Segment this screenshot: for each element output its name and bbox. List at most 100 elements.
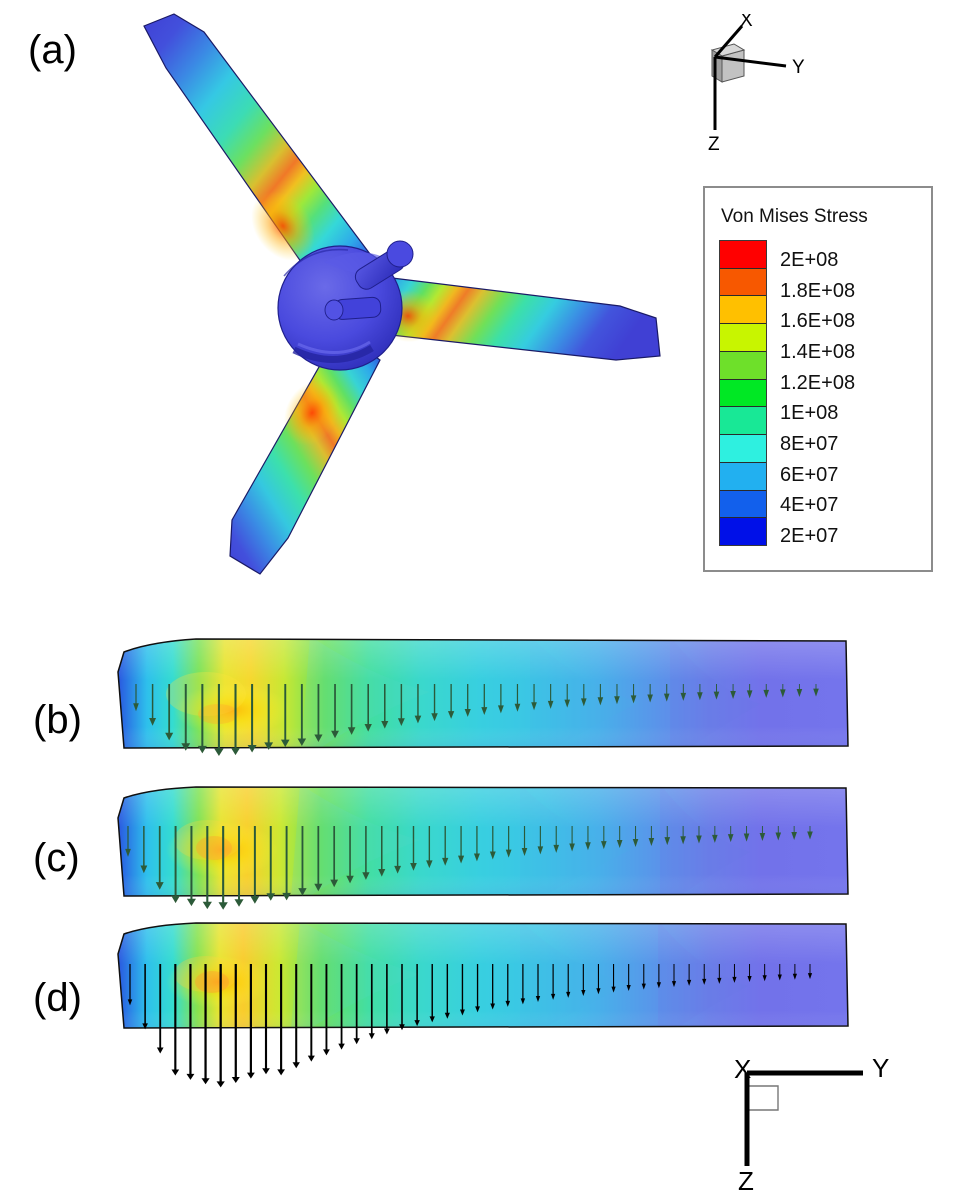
panel-label-d: (d) [33, 976, 82, 1020]
load-arrow-head [730, 690, 736, 699]
load-arrow-head [489, 851, 496, 860]
load-arrow-head [186, 1073, 195, 1080]
load-arrow-head [712, 834, 718, 843]
load-arrow-head [569, 843, 575, 852]
load-arrow-head [230, 747, 241, 756]
load-arrow-head [410, 863, 417, 871]
load-arrow-head [181, 743, 191, 751]
load-arrow-head [234, 899, 244, 907]
load-arrow-head [127, 999, 133, 1006]
load-arrow-head [323, 1049, 330, 1056]
legend-swatch-3 [720, 324, 766, 352]
load-arrow-head [156, 1047, 164, 1054]
load-arrow-head [378, 868, 386, 877]
triad-top-x-label: X [740, 14, 753, 31]
load-arrow-head [397, 718, 405, 726]
legend-swatch-6 [720, 407, 766, 436]
load-arrow-head [298, 888, 307, 896]
load-arrow-head [581, 698, 587, 707]
load-arrow-head [671, 981, 677, 988]
load-arrow-head [429, 1016, 435, 1023]
load-arrow-head [171, 895, 181, 904]
legend-value-9: 2E+07 [780, 524, 839, 547]
load-arrow-head [368, 1033, 375, 1040]
legend-value-0: 2E+08 [780, 249, 839, 271]
legend-value-2: 1.6E+08 [780, 310, 856, 333]
load-arrow-head [414, 715, 422, 724]
legend-swatch-7 [720, 435, 766, 463]
load-arrow-head [581, 989, 586, 996]
load-arrow-head [553, 844, 560, 853]
load-arrow-head [250, 896, 260, 904]
load-arrow-head [520, 998, 526, 1005]
load-arrow-head [597, 697, 604, 706]
load-arrow-head [663, 693, 670, 702]
load-arrow-head [521, 847, 528, 856]
triad-top-z-label: Z [708, 134, 720, 155]
panel-label-c: (c) [33, 836, 80, 880]
load-arrow-head [307, 1055, 315, 1062]
blade-contour-panel-c [110, 784, 850, 910]
load-arrow-head [616, 839, 623, 848]
blade-d-load-arrows [127, 964, 813, 1088]
load-arrow-head [277, 1069, 285, 1076]
load-arrow-head [626, 985, 631, 992]
triad-cube-icon [710, 43, 746, 83]
rotor-assembly-panel-a [108, 8, 688, 588]
legend-value-5: 1E+08 [780, 402, 839, 425]
load-arrow-head [171, 1069, 180, 1076]
triad-bottom-y-label: Y [872, 1053, 889, 1083]
load-arrow-head [585, 842, 591, 851]
load-arrow-head [231, 1076, 240, 1083]
load-arrow-head [282, 892, 291, 901]
load-arrow-head [246, 1072, 255, 1079]
load-arrow-head [664, 837, 671, 846]
load-arrow-head [353, 1038, 360, 1045]
load-arrow-head [596, 988, 601, 995]
rotor-blade-lower-left [229, 329, 381, 575]
load-arrow-head [133, 703, 139, 712]
load-arrow-head [807, 831, 813, 840]
load-arrow-head [777, 974, 782, 981]
load-arrow-head [331, 730, 339, 739]
load-arrow-head [149, 718, 157, 726]
panel-label-a: (a) [28, 28, 77, 72]
axis-triad-top: X Y Z [668, 14, 838, 164]
load-arrow-head [747, 976, 752, 983]
legend-color-swatches [719, 240, 767, 546]
load-arrow-head [457, 855, 465, 864]
legend-value-6: 8E+07 [780, 432, 839, 455]
load-arrow-head [426, 860, 433, 869]
load-arrow-head [444, 1012, 450, 1019]
load-arrow-head [566, 991, 571, 998]
load-arrow-head [611, 986, 616, 993]
legend-swatch-4 [720, 351, 766, 380]
load-arrow-head [743, 833, 750, 842]
load-arrow-head [292, 1062, 300, 1069]
load-arrow-head [514, 703, 521, 712]
triad-top-y-label: Y [792, 57, 805, 78]
load-arrow-head [696, 835, 702, 844]
load-arrow-head [459, 1009, 465, 1016]
load-arrow-head [383, 1028, 390, 1035]
load-arrow-head [505, 849, 512, 858]
load-arrow-head [155, 882, 164, 890]
load-arrow-head [381, 720, 389, 729]
legend-swatch-10 [720, 518, 766, 546]
load-arrow-head [807, 973, 813, 980]
load-arrow-head [314, 883, 323, 892]
legend-title: Von Mises Stress [721, 206, 868, 227]
load-arrow-head [614, 696, 620, 705]
load-arrow-head [247, 745, 257, 753]
load-arrow-head [266, 893, 276, 901]
load-arrow-head [702, 978, 707, 985]
load-arrow-head [216, 1081, 225, 1088]
load-arrow-head [186, 898, 196, 907]
load-arrow-head [414, 1020, 420, 1027]
load-arrow-head [727, 834, 734, 843]
rotor-hub [277, 240, 414, 371]
load-arrow-head [464, 709, 471, 717]
load-arrow-head [447, 711, 455, 719]
load-arrow-head [641, 983, 646, 990]
load-arrow-head [648, 838, 655, 847]
